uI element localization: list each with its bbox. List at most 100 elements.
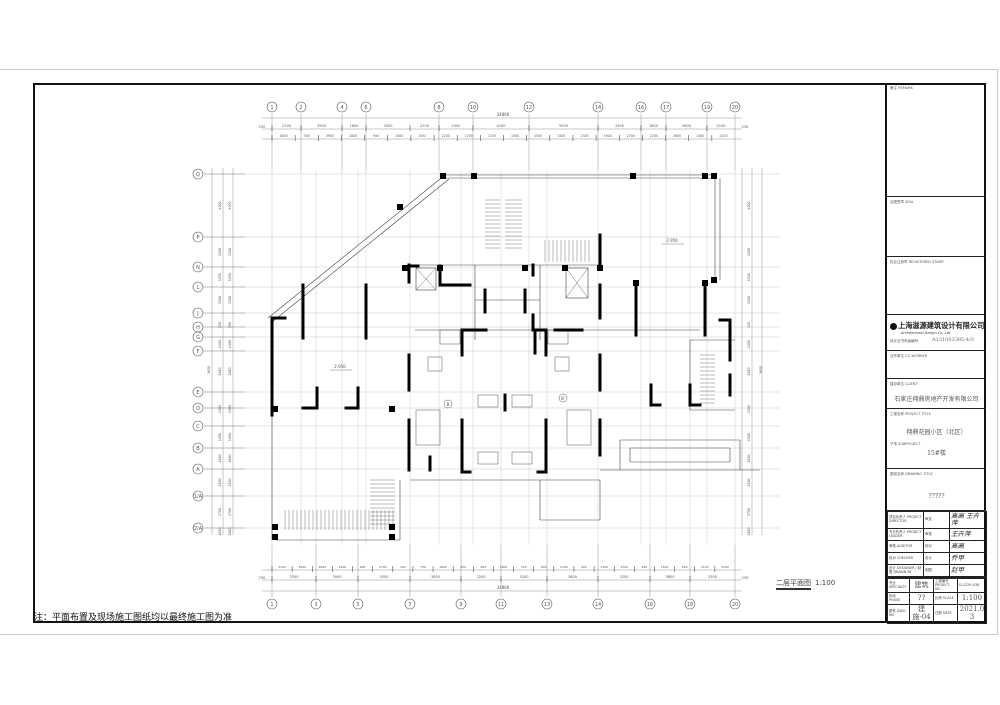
axis-left-label: J bbox=[196, 311, 198, 317]
unit-marker bbox=[558, 393, 568, 403]
dim-label: 950 bbox=[373, 134, 379, 138]
axis-bottom-label: 5 bbox=[356, 602, 359, 608]
axis-bottom-bubble bbox=[644, 598, 656, 610]
dim-label: 1400 bbox=[747, 340, 751, 348]
axis-bottom-bubble bbox=[266, 598, 278, 610]
elevation-label: 2.950 bbox=[666, 238, 678, 243]
wall-outline bbox=[271, 178, 450, 323]
dim-label: 1300 bbox=[580, 134, 588, 138]
dim-label: 1500 bbox=[661, 565, 669, 569]
dim-label: 1500 bbox=[557, 134, 565, 138]
dim-label: 250 bbox=[228, 322, 232, 328]
column bbox=[402, 265, 408, 271]
dim-label: 3900 bbox=[326, 134, 334, 138]
seal-cell: 出图签章 SEAL bbox=[887, 197, 986, 257]
dim-offset: 230 bbox=[259, 576, 266, 580]
dim-label: 900 bbox=[360, 565, 366, 569]
dim-label: 3200 bbox=[520, 575, 529, 579]
wall bbox=[344, 386, 360, 410]
dim-label: 2650 bbox=[218, 367, 222, 375]
signature-role: 校对 CHECKER bbox=[887, 552, 924, 566]
dim-label: 1000 bbox=[511, 134, 519, 138]
subproject-label: 子项 SUBPROJECT bbox=[890, 442, 921, 446]
dim-label: 2200 bbox=[747, 248, 751, 256]
furniture bbox=[477, 451, 499, 465]
dim-label: 2100 bbox=[717, 124, 726, 128]
company-name-en: Architectural Design Co. Ltd bbox=[901, 331, 951, 335]
axis-left-label: P bbox=[196, 235, 199, 241]
dim-label: 2700 bbox=[560, 565, 568, 569]
sheet-title: 二层平面图 1:100 bbox=[776, 578, 836, 590]
seal-label: 出图签章 SEAL bbox=[890, 200, 914, 204]
dim-label: 2500 bbox=[747, 478, 751, 486]
dim-label: 2700 bbox=[379, 565, 387, 569]
axis-left-label: B bbox=[196, 446, 200, 452]
axis-bottom-label: 18 bbox=[687, 602, 693, 608]
dim-label: 2200 bbox=[420, 124, 429, 128]
axis-top-bubble bbox=[467, 101, 479, 113]
axis-top-label: 2 bbox=[299, 105, 302, 111]
dim-label: 3300 bbox=[708, 575, 717, 579]
dim-label: 300 bbox=[400, 565, 406, 569]
stamp-label: 执业注册章 REGISTERED STAMP bbox=[890, 260, 944, 264]
axis-bottom-bubble bbox=[541, 598, 553, 610]
client-name: 石家庄翔鼎房地产开发有限公司 bbox=[894, 396, 979, 403]
wall bbox=[718, 318, 732, 362]
drawing-name: ????? bbox=[928, 493, 945, 500]
furniture bbox=[511, 394, 533, 408]
dim-label: 1500 bbox=[747, 405, 751, 413]
dim-label: 1550 bbox=[747, 273, 751, 281]
dwg-label: 图号 DWG NO. bbox=[887, 604, 910, 624]
axis-top-bubble bbox=[729, 101, 741, 113]
dim-label: 2700 bbox=[627, 134, 635, 138]
axis-top-label: 14 bbox=[595, 105, 601, 111]
furniture bbox=[566, 409, 592, 446]
dim-total: 34860 bbox=[497, 585, 510, 590]
axis-bottom-label: 3 bbox=[314, 602, 317, 608]
axis-left-label: H bbox=[196, 325, 200, 331]
dim-label: 1500 bbox=[218, 433, 222, 441]
column bbox=[272, 534, 278, 540]
dim-label: 3900 bbox=[333, 575, 342, 579]
dim-label: 300 bbox=[304, 134, 310, 138]
elevator-x bbox=[565, 267, 589, 299]
axis-left-label: Q bbox=[196, 172, 200, 178]
drawing-label: 图纸名称 DRAWING TITLE bbox=[890, 472, 933, 476]
dim-label: 1900 bbox=[604, 134, 612, 138]
furniture bbox=[511, 451, 533, 465]
dim-label: 2700 bbox=[218, 508, 222, 516]
dim-label: 2650 bbox=[228, 367, 232, 375]
axis-bottom-bubble bbox=[495, 598, 507, 610]
column bbox=[437, 265, 443, 271]
axis-top-bubble bbox=[592, 101, 604, 113]
sheet-scale: 1:100 bbox=[815, 579, 836, 587]
signature-check: 校对 bbox=[923, 540, 950, 554]
dim-label: 650 bbox=[682, 565, 688, 569]
dim-label: 2650 bbox=[747, 367, 751, 375]
dim-label: 2800 bbox=[319, 565, 327, 569]
dim-label: 2200 bbox=[218, 248, 222, 256]
dim-label: 2500 bbox=[218, 296, 222, 304]
elevator-shaft bbox=[415, 267, 437, 291]
furniture bbox=[439, 329, 461, 345]
axis-bottom-label: 1 bbox=[270, 602, 273, 608]
dim-label: 1500 bbox=[228, 405, 232, 413]
elevator-x bbox=[415, 267, 437, 291]
dim-label: 1800 bbox=[747, 454, 751, 462]
unit-marker bbox=[443, 399, 453, 409]
furniture bbox=[415, 409, 441, 446]
dim-label: 3300 bbox=[615, 124, 624, 128]
axis-top-label: 17 bbox=[663, 105, 669, 111]
elevation-label: 2.950 bbox=[334, 364, 346, 369]
dim-label: 1800 bbox=[280, 134, 288, 138]
axis-top-label: 19 bbox=[704, 105, 710, 111]
axis-top-bubble bbox=[635, 101, 647, 113]
dim-label: 1650 bbox=[218, 527, 222, 535]
sheet-title-text: 二层平面图 bbox=[776, 579, 811, 590]
wall bbox=[460, 418, 472, 474]
project-no-value: D-1229-438 bbox=[957, 577, 987, 594]
dim-label: 3800 bbox=[568, 575, 577, 579]
